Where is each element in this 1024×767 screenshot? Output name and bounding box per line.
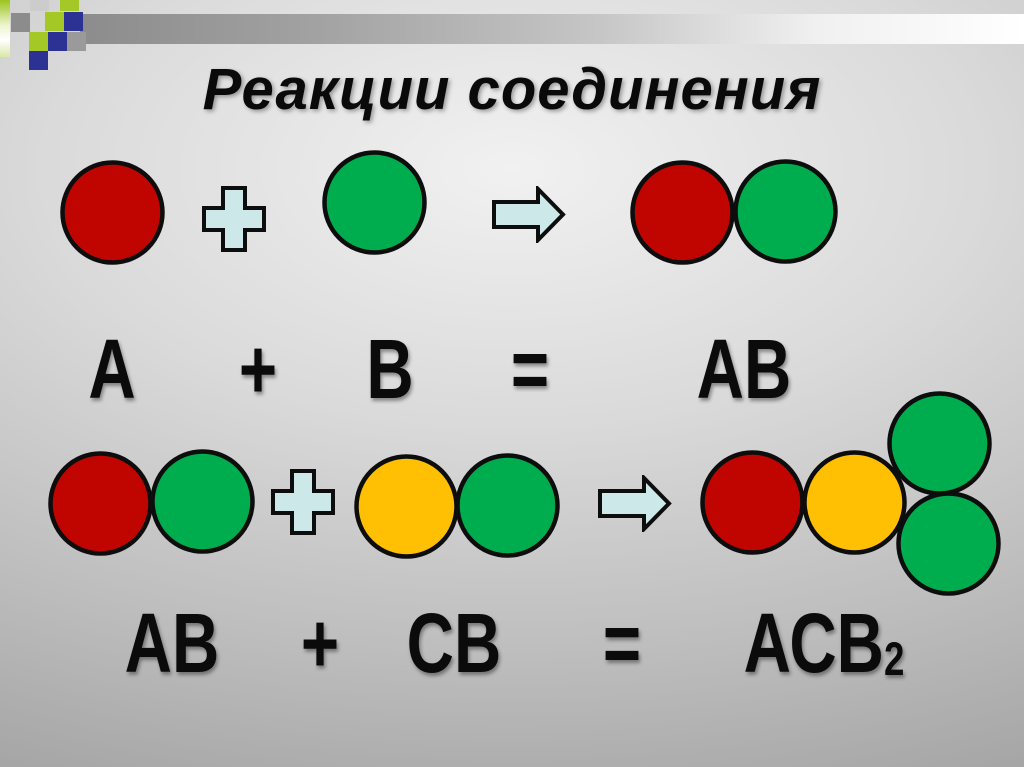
plus-shape [202,186,266,252]
molecule-ab2-red [48,451,153,556]
atom-circle-red [60,160,165,265]
atom-a-red [60,160,165,265]
pixel-square-lime [45,12,64,31]
atom-circle-green [150,449,255,554]
equation2-term-cb: СВ [406,596,502,690]
equation1-plus: + [238,322,278,416]
top-bar-decoration [80,14,1024,44]
atom-circle-green [733,159,838,264]
arrow-right-icon [598,475,672,532]
pixel-square-gray [67,32,86,51]
atom-circle-green [322,150,427,255]
molecule-acb2-green-top [887,391,992,496]
equation1-term-b: В [366,322,414,416]
molecule-acb2-green-bottom [896,491,1001,596]
atom-circle-green [455,453,560,558]
left-gradient-strip [0,0,10,57]
pixel-square-lime [29,32,48,51]
pixel-square-silver [30,0,49,11]
pixel-square-navy [29,51,48,70]
atom-circle-red [48,451,153,556]
pixel-square-gray [11,13,30,32]
equation1-term-a: А [88,322,136,416]
molecule-acb2-yellow [802,450,907,555]
pixel-square-lime [60,0,79,11]
atom-circle-yellow [802,450,907,555]
equation2-plus: + [300,596,340,690]
atom-circle-yellow [354,454,459,559]
plus-icon [271,469,335,535]
atom-circle-red [630,160,735,265]
atom-b-green [322,150,427,255]
pixel-square-navy [48,32,67,51]
arrow-shape [598,475,672,532]
equation2-term-ab: АВ [124,596,220,690]
plus-shape [271,469,335,535]
atom-circle-green [896,491,1001,596]
arrow-right-icon [492,186,566,243]
equation2-result-subscript: 2 [883,631,905,685]
molecule-acb2-red [700,450,805,555]
atom-circle-red [700,450,805,555]
equation2-result: АСВ2 [744,601,905,685]
equation1-result-ab: АВ [696,322,792,416]
molecule-cb-green [455,453,560,558]
pixel-square-navy [64,12,83,31]
slide-title: Реакции соединения [202,57,822,122]
equation2-result-base: АСВ [743,596,884,690]
plus-icon [202,186,266,252]
molecule-ab-red [630,160,735,265]
corner-pixel-decoration [11,0,86,70]
molecule-cb-yellow [354,454,459,559]
molecule-ab-green [733,159,838,264]
equation2-equals: = [602,596,642,690]
atom-circle-green [887,391,992,496]
molecule-ab2-green [150,449,255,554]
arrow-shape [492,186,566,243]
equation1-equals: = [510,322,550,416]
